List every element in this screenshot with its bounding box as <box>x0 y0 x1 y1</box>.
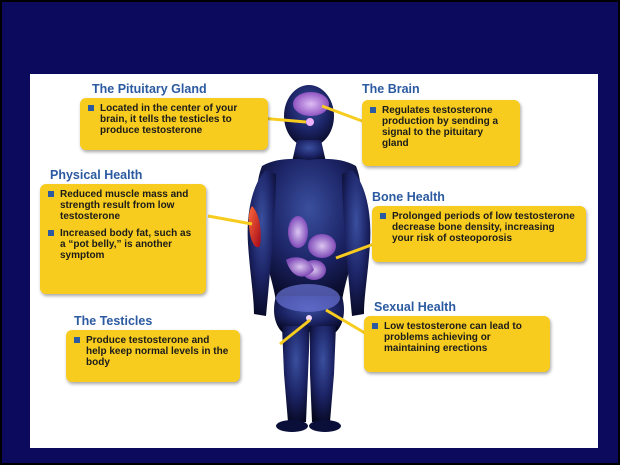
item-text: Produce testosterone and help keep norma… <box>86 335 228 368</box>
callout-item: Produce testosterone and help keep norma… <box>74 335 232 368</box>
callout-testicles: Produce testosterone and help keep norma… <box>66 330 240 382</box>
bullet-icon <box>372 323 378 329</box>
brain-highlight <box>293 92 329 116</box>
heading-testicles: The Testicles <box>74 314 152 328</box>
item-text: Reduced muscle mass and strength result … <box>60 189 188 222</box>
callout-item: Low testosterone can lead to problems ac… <box>372 321 542 354</box>
callout-item: Increased body fat, such as a “pot belly… <box>48 228 198 261</box>
bullet-icon <box>48 230 54 236</box>
callout-item: Reduced muscle mass and strength result … <box>48 189 198 222</box>
heading-bone-health: Bone Health <box>372 190 445 204</box>
item-text: Prolonged periods of low testosterone de… <box>392 211 575 244</box>
connector-physical <box>208 216 252 224</box>
bullet-icon <box>48 191 54 197</box>
heading-brain: The Brain <box>362 82 420 96</box>
item-text: Regulates testosterone production by sen… <box>382 105 498 149</box>
bullet-icon <box>74 337 80 343</box>
item-text: Increased body fat, such as a “pot belly… <box>60 228 191 261</box>
callout-item: Regulates testosterone production by sen… <box>370 105 512 149</box>
bullet-icon <box>370 107 376 113</box>
callout-physical-health: Reduced muscle mass and strength result … <box>40 184 206 294</box>
pelvis-bone-highlight <box>276 284 340 312</box>
heading-pituitary-gland: The Pituitary Gland <box>92 82 207 96</box>
callout-brain: Regulates testosterone production by sen… <box>362 100 520 166</box>
pituitary-highlight <box>306 118 314 126</box>
callout-item: Located in the center of your brain, it … <box>88 103 260 136</box>
callout-pituitary-gland: Located in the center of your brain, it … <box>80 98 268 150</box>
heading-physical-health: Physical Health <box>50 168 142 182</box>
bullet-icon <box>380 213 386 219</box>
bullet-icon <box>88 105 94 111</box>
callout-item: Prolonged periods of low testosterone de… <box>380 211 578 244</box>
item-text: Low testosterone can lead to problems ac… <box>384 321 522 354</box>
item-text: Located in the center of your brain, it … <box>100 103 237 136</box>
callout-bone-health: Prolonged periods of low testosterone de… <box>372 206 586 262</box>
callout-sexual-health: Low testosterone can lead to problems ac… <box>364 316 550 372</box>
illustration-panel: The Pituitary Gland Located in the cente… <box>30 74 598 448</box>
heading-sexual-health: Sexual Health <box>374 300 456 314</box>
